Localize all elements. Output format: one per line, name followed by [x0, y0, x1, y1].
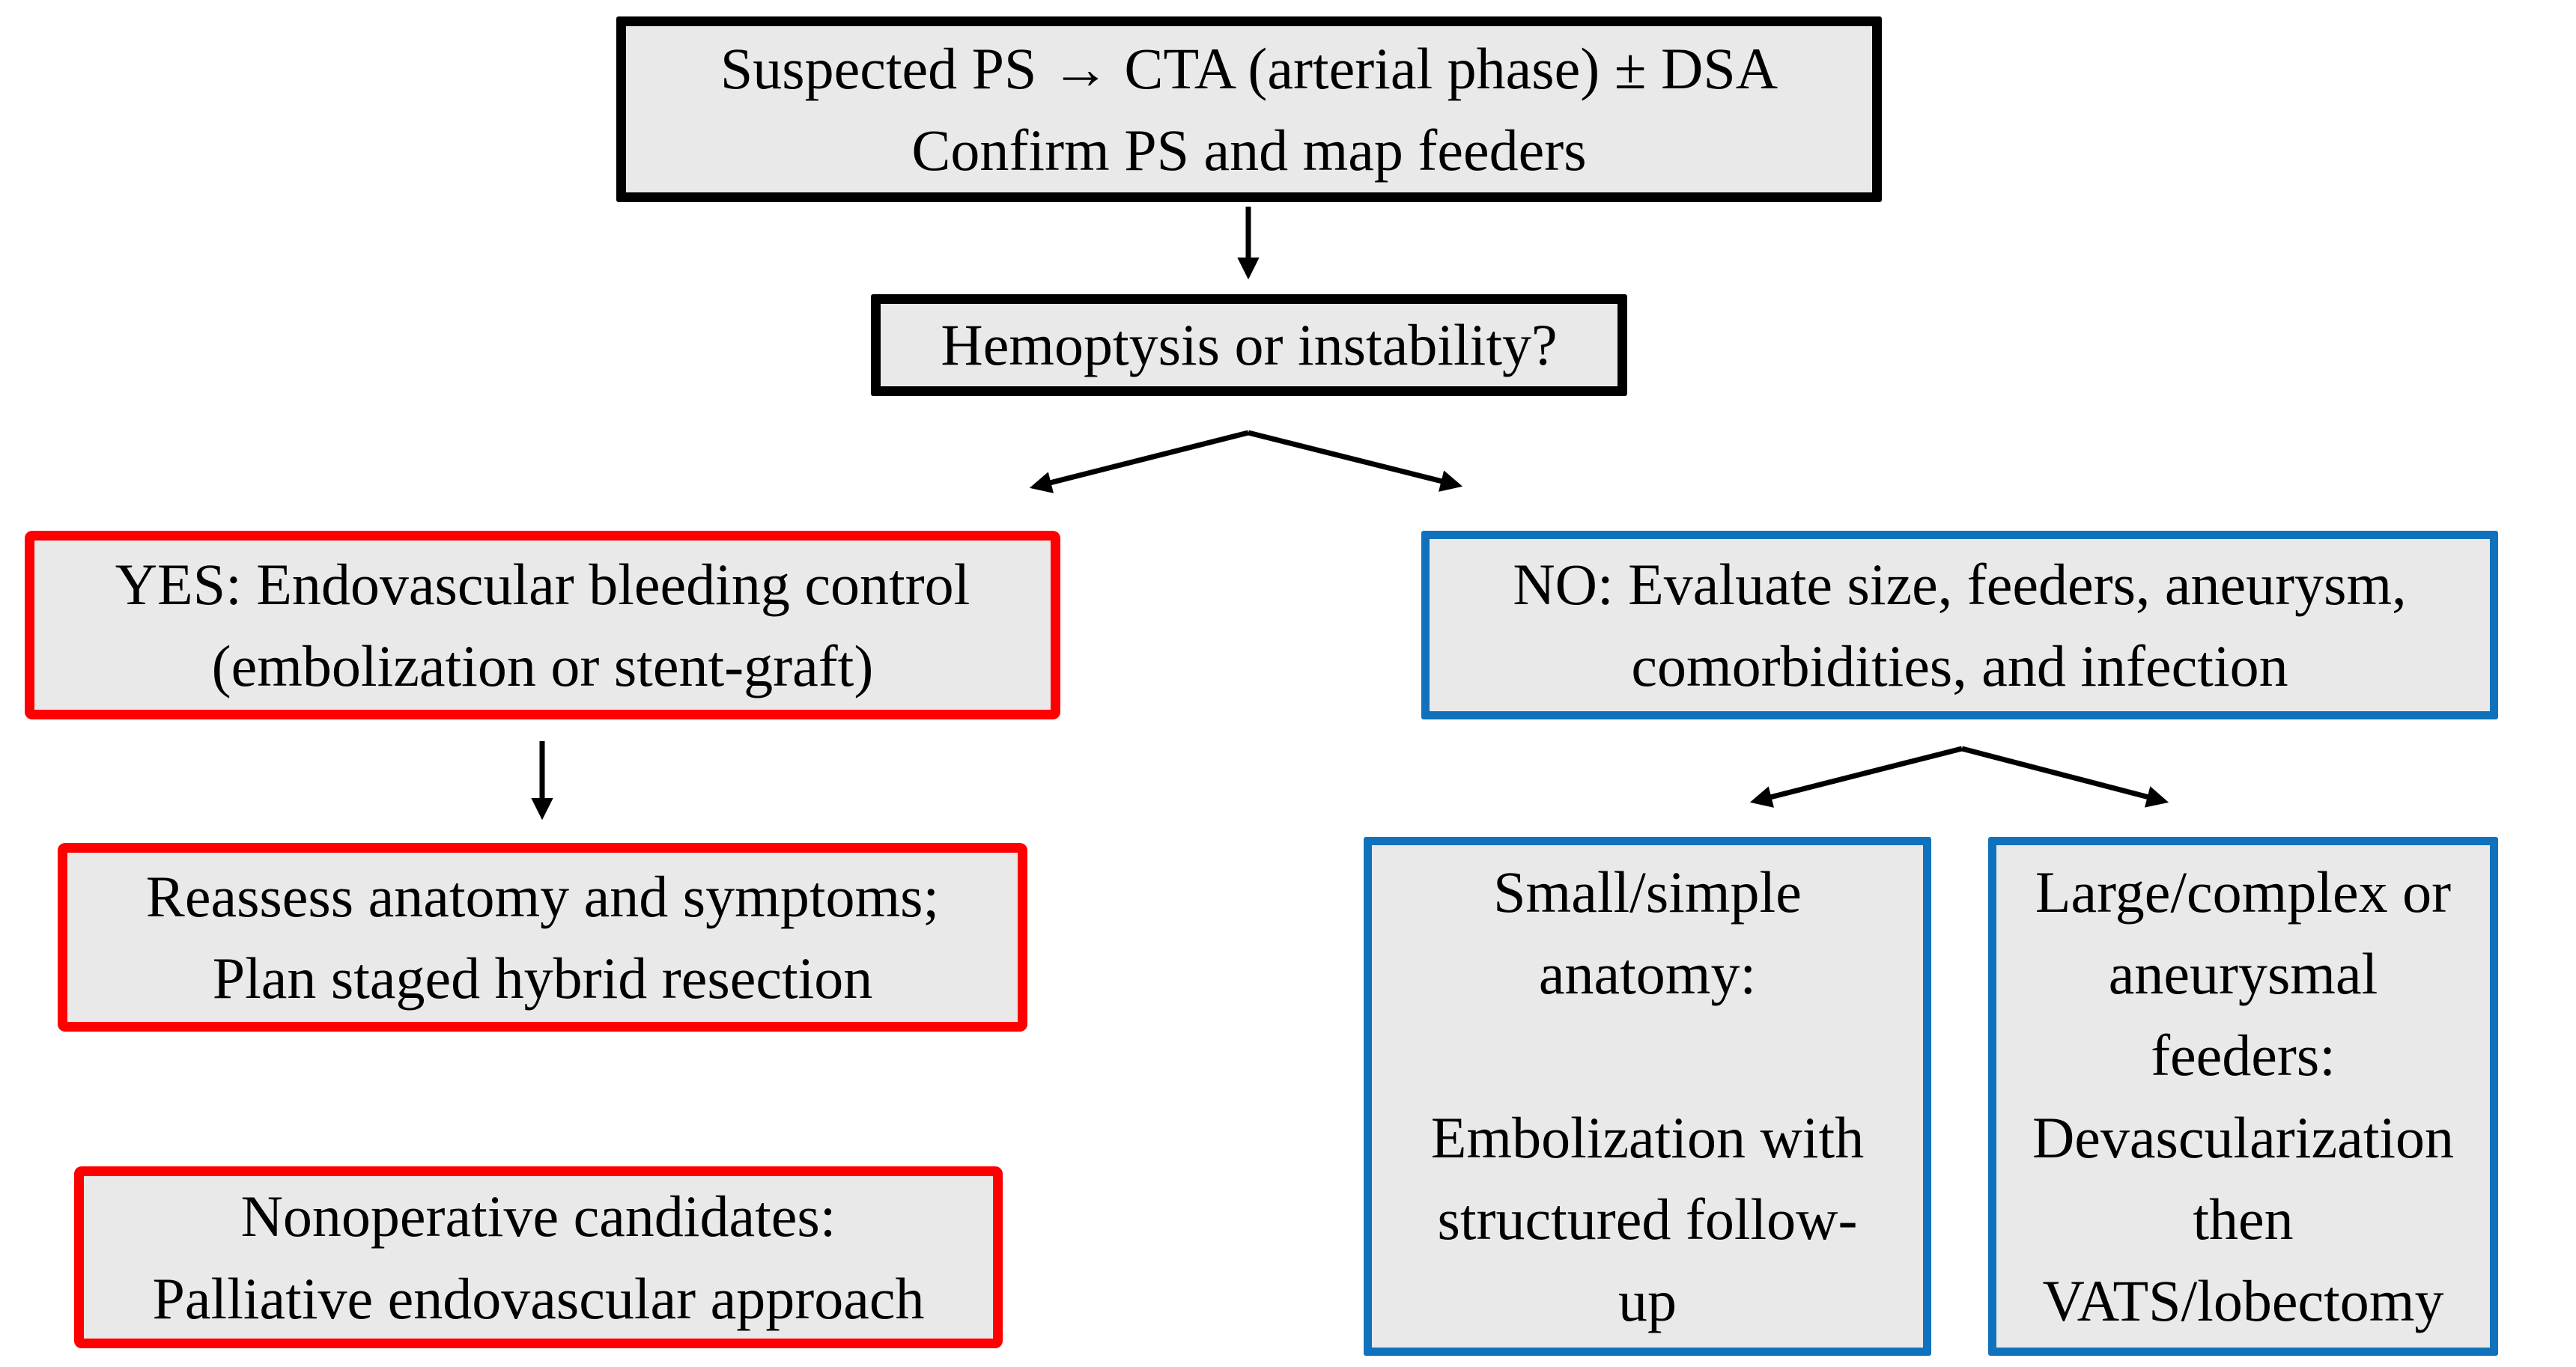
node-yes-endovascular-control: YES: Endovascular bleeding control (embo… [25, 531, 1060, 719]
node-nonoperative-palliative: Nonoperative candidates: Palliative endo… [74, 1166, 1003, 1348]
node-yes-endovascular-control-label: YES: Endovascular bleeding control (embo… [115, 551, 970, 698]
node-suspected-ps-cta-label: Suspected PS → CTA (arterial phase) ± DS… [720, 35, 1778, 183]
arrow-triage-to-yes [1029, 430, 1249, 493]
arrow-no-to-large [1961, 746, 2169, 808]
node-reassess-hybrid-resection-label: Reassess anatomy and symptoms; Plan stag… [145, 863, 940, 1011]
node-nonoperative-palliative-label: Nonoperative candidates: Palliative endo… [152, 1184, 925, 1331]
arrow-triage-to-no [1248, 430, 1463, 492]
node-hemoptysis-question: Hemoptysis or instability? [871, 294, 1627, 396]
node-small-simple-embolization-label: Small/simple anatomy: Embolization with … [1430, 859, 1865, 1333]
node-large-complex-devascularization: Large/complex or aneurysmal feeders: Dev… [1988, 837, 2498, 1356]
node-reassess-hybrid-resection: Reassess anatomy and symptoms; Plan stag… [58, 843, 1027, 1032]
node-no-evaluate-label: NO: Evaluate size, feeders, aneurysm, co… [1513, 551, 2407, 698]
node-small-simple-embolization: Small/simple anatomy: Embolization with … [1364, 837, 1931, 1356]
node-large-complex-devascularization-label: Large/complex or aneurysmal feeders: Dev… [2032, 859, 2455, 1333]
arrow-no-to-small [1749, 746, 1963, 808]
node-suspected-ps-cta: Suspected PS → CTA (arterial phase) ± DS… [616, 16, 1882, 202]
node-hemoptysis-question-label: Hemoptysis or instability? [941, 312, 1558, 378]
node-no-evaluate: NO: Evaluate size, feeders, aneurysm, co… [1421, 531, 2498, 719]
